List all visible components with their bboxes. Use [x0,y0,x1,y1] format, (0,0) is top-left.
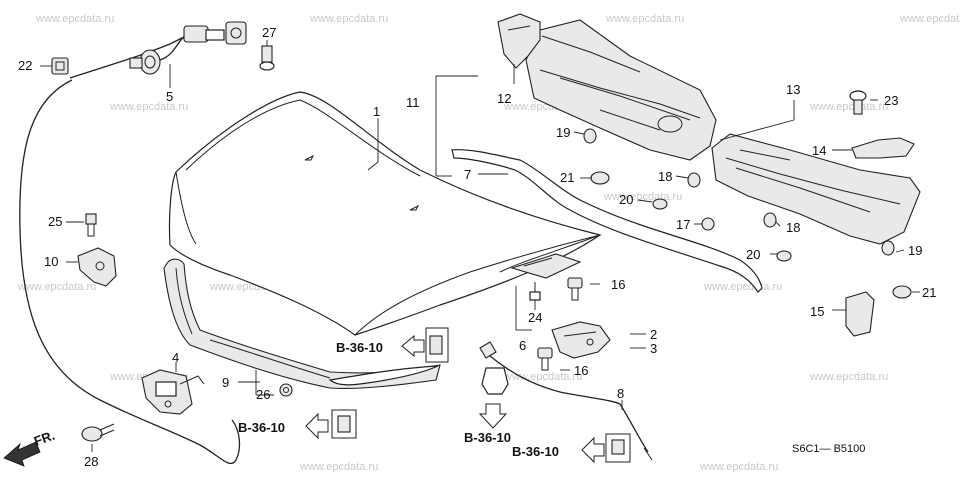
watermark: www.epcdata.ru [703,281,782,293]
callout-28: 28 [84,454,98,469]
callout-20a: 20 [619,192,633,207]
callout-9: 9 [222,375,229,390]
bolt-28 [81,423,115,442]
callout-18b: 18 [786,220,800,235]
callout-20b: 20 [746,247,760,262]
hood-release-cable [19,79,241,465]
hood-latch-4 [141,369,205,415]
callout-27: 27 [262,25,276,40]
callout-25: 25 [48,214,62,229]
callout-8: 8 [617,386,624,401]
callout-7: 7 [464,167,471,182]
bracket-15 [845,291,875,337]
callout-12: 12 [497,91,511,106]
watermark: www.epcdata.ru [299,461,378,473]
reference-b36-10-bottom-left: B-36-10 [464,403,511,445]
hood-seal-9 [163,258,441,389]
clip-20a [652,198,668,210]
hood-panel-1 [168,91,602,336]
clip-19b [881,240,895,256]
callout-2: 2 [650,327,657,342]
watermark: www.epcdata.ru [809,101,888,113]
callout-numbers: 1 2 3 4 5 6 7 8 9 10 11 12 13 14 15 16 1… [18,25,936,469]
clip-23 [849,90,867,115]
callout-16a: 16 [611,277,625,292]
clip-19a [583,128,597,144]
callout-23: 23 [884,93,898,108]
watermark: www.epcdata.ru [605,13,684,25]
watermark: www.epcdata.ru [109,101,188,113]
reference-arrow [478,403,508,429]
callout-5: 5 [166,89,173,104]
callout-17: 17 [676,217,690,232]
callout-14: 14 [812,143,826,158]
cowl-top-right-13 [711,133,921,245]
watermark: www.epcdata.ru [603,191,682,203]
callout-26: 26 [256,387,270,402]
watermark: www.epcdata.ru [17,281,96,293]
callout-16b: 16 [574,363,588,378]
watermark: www.epcdata.ru [899,13,960,25]
watermark: www.epcdata.ru [35,13,114,25]
bolt-24 [529,282,541,301]
callout-15: 15 [810,304,824,319]
clip-17 [701,217,715,231]
direction-label: FR. [32,428,57,449]
bracket-14 [851,137,915,159]
bracket-12 [497,13,541,69]
diagram-code: S6C1— B5100 [792,443,865,455]
clip-21a [590,171,610,185]
callout-19a: 19 [556,125,570,140]
clip-20b [776,250,792,262]
clip-21b [892,285,912,299]
leader-lines [40,40,920,452]
hood-hinge-2-3 [551,321,611,359]
reference-arrow [401,334,425,358]
bolt-25 [85,213,97,237]
watermark: www.epcdata.ru [309,13,388,25]
hood-cable-8 [479,341,653,461]
reference-b36-10-mid: B-36-10 [238,409,357,440]
bolt-16a [567,277,583,301]
callout-19b: 19 [908,243,922,258]
callout-6: 6 [519,338,526,353]
callout-24: 24 [528,310,542,325]
screw-27 [259,45,275,71]
clip-18b [763,212,777,228]
reference-arrow [581,436,605,464]
cowl-top-left-11 [525,19,717,161]
hood-stay-bracket-10 [77,247,117,287]
callout-1: 1 [373,104,380,119]
hood-striker-6 [510,253,582,279]
callout-22: 22 [18,58,32,73]
watermark: www.epcdata.ru [809,371,888,383]
arrow-left-icon [3,441,41,467]
watermark: www.epcdata.ru [699,461,778,473]
clip-26 [279,383,293,397]
reference-label: B-36-10 [512,444,559,459]
callout-13: 13 [786,82,800,97]
hood-stay-7 [451,149,763,293]
callout-10: 10 [44,254,58,269]
reference-b36-10-bottom-right: B-36-10 [512,433,631,464]
callout-11: 11 [406,95,420,110]
clip-18a [687,172,701,188]
callout-21b: 21 [922,285,936,300]
reference-b36-10-top: B-36-10 [336,327,449,363]
reference-arrow [305,412,329,440]
clip-22 [51,57,69,75]
reference-label: B-36-10 [238,420,285,435]
reference-label: B-36-10 [464,430,511,445]
cable-grommet-5 [129,21,247,75]
hood-release-cable-upper [69,35,187,79]
front-direction-arrow: FR. [3,428,57,467]
callout-21a: 21 [560,170,574,185]
bolt-16b [537,347,553,371]
callout-4: 4 [172,350,179,365]
callout-18a: 18 [658,169,672,184]
watermark: www.epcdata.ru [503,371,582,383]
reference-label: B-36-10 [336,340,383,355]
callout-3: 3 [650,341,657,356]
